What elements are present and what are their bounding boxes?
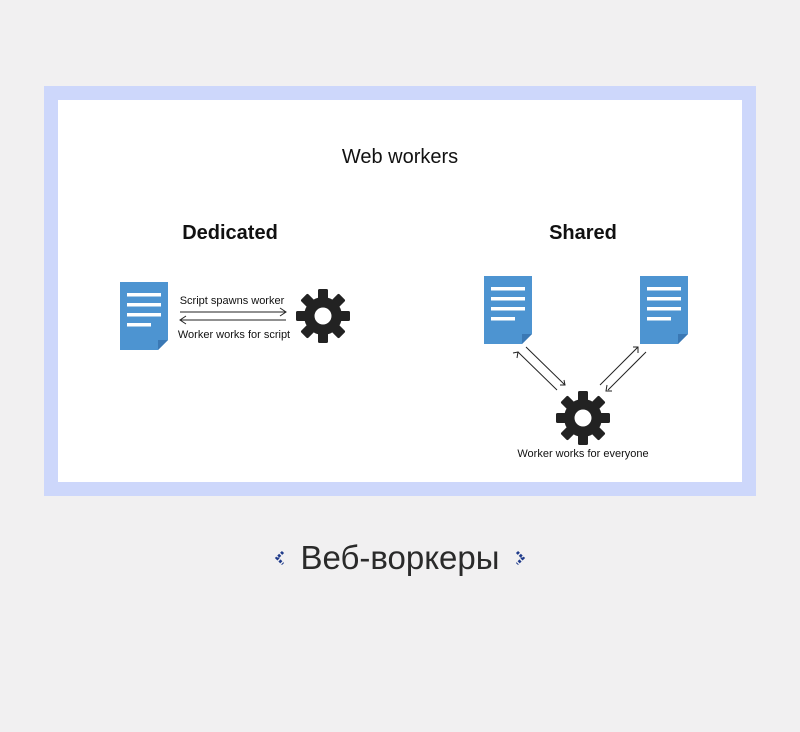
arrow-left-icon xyxy=(179,315,286,325)
web-workers-diagram: Web workers Dedicated Script spawns work… xyxy=(120,146,688,460)
works-label: Worker works for script xyxy=(178,329,290,341)
chevron-right-icon[interactable] xyxy=(513,547,527,569)
script-document-right-icon xyxy=(640,276,688,344)
shared-gear-icon xyxy=(556,391,610,445)
shared-worker-label: Worker works for everyone xyxy=(517,448,648,460)
script-document-icon xyxy=(120,282,168,350)
arrows-left-pair-icon xyxy=(512,346,566,391)
slide-card: Web workers Dedicated Script spawns work… xyxy=(58,100,742,482)
slide-title: Веб-воркеры xyxy=(300,539,500,576)
spawn-label: Script spawns worker xyxy=(180,295,285,307)
script-document-left-icon xyxy=(484,276,532,344)
arrows-right-pair-icon xyxy=(599,346,647,392)
shared-heading: Shared xyxy=(549,222,617,244)
slide-caption: Веб-воркеры xyxy=(0,534,800,582)
gear-icon xyxy=(296,289,350,343)
chevron-left-icon[interactable] xyxy=(273,547,287,569)
dedicated-heading: Dedicated xyxy=(182,222,278,244)
slide-frame: Web workers Dedicated Script spawns work… xyxy=(44,86,756,496)
arrow-right-icon xyxy=(180,307,287,317)
diagram-title: Web workers xyxy=(342,146,458,168)
